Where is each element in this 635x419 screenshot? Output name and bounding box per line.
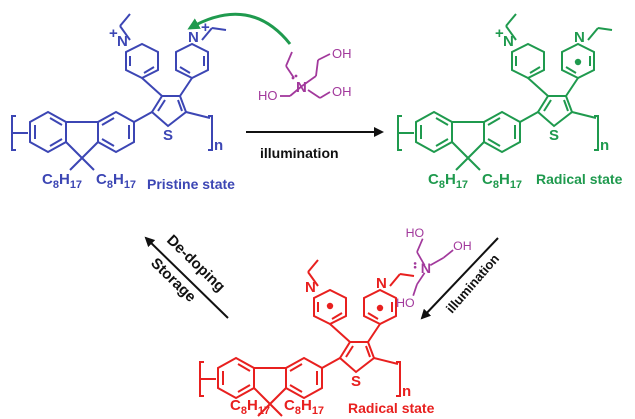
tea-top-n: N (296, 79, 307, 96)
radical-bottom-n-repeat: n (402, 383, 411, 400)
pristine-n2: N (188, 29, 199, 46)
radical-top-n-repeat: n (600, 137, 609, 154)
right-arrow-label: illumination (443, 251, 502, 316)
right-reaction-arrow (420, 237, 499, 320)
pristine-n-repeat: n (214, 137, 223, 154)
radical-top-alkyl-left: C8H17 (428, 171, 468, 191)
tea-top-oh2: OH (332, 84, 352, 99)
radical-top-electron (574, 58, 582, 66)
tea-top-lone-pair-a (291, 76, 295, 80)
tea-top: N OH HO OH (258, 46, 352, 103)
tea-right-lone-pair-a (413, 262, 417, 265)
radical-top-s: S (549, 127, 559, 144)
tea-top-ho: HO (258, 88, 278, 103)
left-reaction-arrow (144, 236, 229, 319)
tea-top-oh1: OH (332, 46, 352, 61)
pristine-state-label: Pristine state (147, 176, 235, 192)
radical-bottom-electron1 (326, 302, 334, 310)
radical-top-n1: N (503, 33, 514, 50)
radical-top-alkyl-right: C8H17 (482, 171, 522, 191)
radical-top-state-label: Radical state (536, 171, 623, 187)
green-curved-arrow (187, 12, 292, 45)
radical-molecule-top: N + N S n C8H17 C8H17 (397, 13, 613, 191)
radical-bottom-s: S (351, 373, 361, 390)
tea-top-lone-pair-b (294, 74, 298, 78)
tea-right-oh: OH (453, 239, 472, 253)
radical-top-n2: N (574, 29, 585, 46)
tea-right-ho1: HO (406, 226, 425, 240)
radical-bottom-electron2 (376, 304, 384, 312)
top-arrow-label: illumination (260, 145, 339, 161)
pristine-n1: N (117, 33, 128, 50)
radical-bottom-alkyl-left: C8H17 (230, 397, 270, 417)
pristine-molecule: N + N + S n C8H17 C8H17 (11, 13, 227, 191)
pristine-plus2: + (201, 19, 210, 36)
pristine-alkyl-left: C8H17 (42, 171, 82, 191)
radical-bottom-n2: N (376, 275, 387, 292)
radical-top-plus: + (495, 25, 504, 42)
tea-right: N HO OH HO (396, 226, 472, 310)
radical-bottom-state-label: Radical state (348, 400, 435, 416)
pristine-plus1: + (109, 25, 118, 42)
tea-right-ho2: HO (396, 296, 415, 310)
tea-right-lone-pair-b (413, 265, 417, 269)
radical-bottom-n1: N (305, 279, 316, 296)
pristine-alkyl-right: C8H17 (96, 171, 136, 191)
radical-bottom-alkyl-right: C8H17 (284, 397, 324, 417)
tea-right-n: N (421, 261, 431, 277)
pristine-s: S (163, 127, 173, 144)
radical-molecule-bottom: N N S n C8H17 C8H17 (199, 259, 415, 417)
